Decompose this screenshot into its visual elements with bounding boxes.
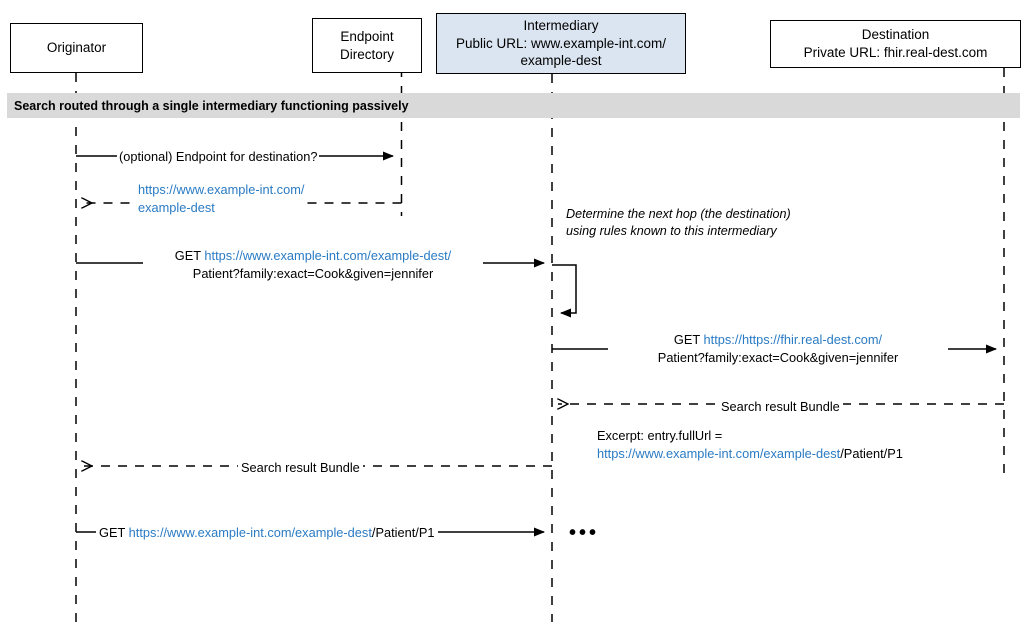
message-line-search-to-destination-2: Patient?family:exact=Cook&given=jennifer <box>657 349 899 365</box>
message-text-endpoint-response-line2: example-dest <box>138 199 215 215</box>
participant-originator[interactable]: Originator <box>10 23 143 73</box>
participant-intermediary[interactable]: Intermediary Public URL: www.example-int… <box>436 13 686 74</box>
participant-endpoint-directory-label-0: Endpoint <box>340 28 394 44</box>
m3-url: https://www.example-int.com/example-dest… <box>204 248 452 263</box>
message-text-bundle-to-originator: Search result Bundle <box>241 460 360 475</box>
message-text-endpoint-response-line1: https://www.example-int.com/ <box>138 182 305 197</box>
participant-destination-label-0: Destination <box>861 27 930 43</box>
participant-intermediary-label-0: Intermediary <box>523 17 599 33</box>
message-line-search-to-destination-1: GET https://https://fhir.real-dest.com/ <box>608 331 948 349</box>
message-line-search-to-intermediary-2: Patient?family:exact=Cook&given=jennifer <box>192 265 434 281</box>
m7-prefix: GET <box>99 525 129 540</box>
note-excerpt-line2: https://www.example-int.com/example-dest… <box>597 445 903 463</box>
message-label-bundle-to-intermediary: Search result Bundle <box>718 398 843 416</box>
m7-suffix: /Patient/P1 <box>371 525 435 540</box>
note-determine-next-hop-line2: using rules known to this intermediary <box>566 224 777 239</box>
participant-intermediary-label-2: example-dest <box>520 53 602 69</box>
message-label-read-patient: GET https://www.example-int.com/example-… <box>96 524 438 542</box>
participant-destination-label-1: Private URL: fhir.real-dest.com <box>803 45 988 60</box>
scenario-banner-text: Search routed through a single intermedi… <box>14 98 409 113</box>
message-line-search-to-intermediary-1: GET https://www.example-int.com/example-… <box>143 247 483 265</box>
participant-destination[interactable]: Destination Private URL: fhir.real-dest.… <box>770 20 1021 68</box>
m4-url: https://https://fhir.real-dest.com/ <box>703 332 883 347</box>
message-label-bundle-to-originator: Search result Bundle <box>238 459 363 477</box>
message-label-search-to-destination: GET https://https://fhir.real-dest.com/ … <box>608 331 948 367</box>
self-loop-determine-next-hop <box>552 264 577 318</box>
message-label-search-to-intermediary: GET https://www.example-int.com/example-… <box>143 247 483 283</box>
participant-endpoint-directory-label-1: Directory <box>339 46 394 62</box>
m7-url: https://www.example-int.com/example-dest <box>128 525 372 540</box>
message-label-endpoint-query: (optional) Endpoint for destination? <box>117 148 320 166</box>
note-excerpt-suffix: /Patient/P1 <box>840 445 903 461</box>
message-text-bundle-to-intermediary: Search result Bundle <box>721 399 840 414</box>
m4-prefix: GET <box>673 332 704 347</box>
note-excerpt-line1: Excerpt: entry.fullUrl = <box>597 428 723 443</box>
ellipsis-text: ••• <box>569 522 600 544</box>
ellipsis-continuation: ••• <box>569 523 599 543</box>
participant-intermediary-label-1: Public URL: www.example-int.com/ <box>455 35 667 51</box>
note-determine-next-hop-line1: Determine the next hop (the destination) <box>566 207 791 221</box>
scenario-banner: Search routed through a single intermedi… <box>7 93 1020 118</box>
m3-prefix: GET <box>174 248 205 263</box>
note-excerpt-fullurl: Excerpt: entry.fullUrl = https://www.exa… <box>597 427 903 462</box>
note-excerpt-url: https://www.example-int.com/example-dest <box>597 445 841 461</box>
note-determine-next-hop: Determine the next hop (the destination)… <box>566 206 791 241</box>
message-label-endpoint-response: https://www.example-int.com/ example-des… <box>135 181 308 217</box>
message-text-endpoint-query: (optional) Endpoint for destination? <box>119 149 318 164</box>
participant-endpoint-directory[interactable]: Endpoint Directory <box>312 18 422 73</box>
participant-originator-label-0: Originator <box>46 40 107 56</box>
